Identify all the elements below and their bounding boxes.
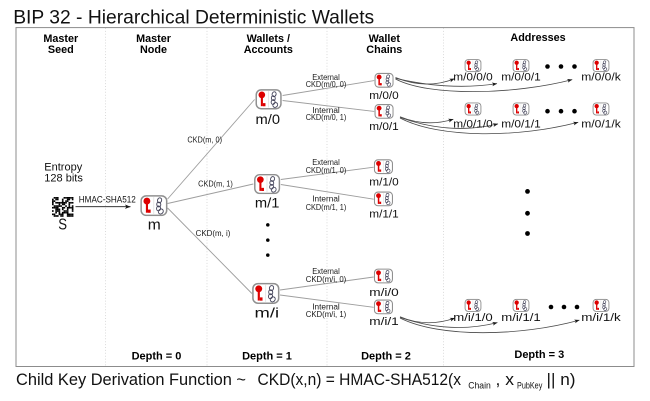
svg-text:m/0/0/0: m/0/0/0 — [453, 71, 493, 83]
svg-text:m/1: m/1 — [255, 195, 280, 211]
svg-text:Depth = 0: Depth = 0 — [132, 350, 182, 362]
svg-text:CKD(m/i, 1): CKD(m/i, 1) — [306, 310, 347, 319]
svg-text:CKD(m/i, 0): CKD(m/i, 0) — [306, 275, 347, 284]
svg-text:128 bits: 128 bits — [44, 173, 83, 185]
svg-text:Internal: Internal — [312, 302, 340, 311]
svg-text:Wallets /: Wallets / — [247, 33, 290, 45]
svg-text:Internal: Internal — [312, 106, 340, 115]
svg-text:m: m — [148, 217, 161, 234]
svg-text:Master: Master — [43, 33, 79, 45]
svg-text:m/0/1/k: m/0/1/k — [581, 118, 621, 130]
svg-text:BIP 32 - Hierarchical Determin: BIP 32 - Hierarchical Deterministic Wall… — [13, 7, 374, 29]
svg-text:CKD(m, 0): CKD(m, 0) — [187, 136, 222, 145]
svg-text:Seed: Seed — [48, 44, 74, 56]
svg-text:CKD(m/0, 1): CKD(m/0, 1) — [306, 113, 347, 122]
svg-text:HMAC-SHA512: HMAC-SHA512 — [79, 194, 136, 204]
svg-text:External: External — [312, 73, 340, 82]
svg-text:Node: Node — [140, 44, 167, 56]
svg-text:External: External — [312, 158, 340, 167]
svg-text:Depth = 1: Depth = 1 — [242, 350, 292, 362]
svg-text:Master: Master — [136, 33, 172, 45]
svg-text:Wallet: Wallet — [369, 33, 401, 45]
svg-text:Chains: Chains — [366, 44, 402, 56]
svg-text:Entropy: Entropy — [44, 161, 82, 173]
svg-text:CKD(m, 1): CKD(m, 1) — [198, 179, 233, 188]
svg-text:Internal: Internal — [312, 195, 340, 204]
svg-text:m/1/1: m/1/1 — [369, 208, 399, 220]
svg-text:Accounts: Accounts — [244, 44, 293, 56]
svg-text:m/1/0: m/1/0 — [369, 177, 399, 189]
svg-text:m/i/1: m/i/1 — [369, 316, 399, 328]
svg-text:Depth = 2: Depth = 2 — [361, 350, 411, 362]
svg-text:m/i/1/0: m/i/1/0 — [453, 312, 493, 324]
svg-text:CKD(m/1, 1): CKD(m/1, 1) — [306, 203, 347, 212]
svg-text:m/0/1: m/0/1 — [369, 121, 399, 133]
svg-text:m/0/1/1: m/0/1/1 — [501, 118, 541, 130]
svg-text:CKD(m/1, 0): CKD(m/1, 0) — [306, 166, 347, 175]
svg-text:CKD(m, i): CKD(m, i) — [196, 229, 231, 238]
svg-text:m/0/0/1: m/0/0/1 — [501, 71, 541, 83]
svg-text:m/i/1/1: m/i/1/1 — [501, 312, 541, 324]
svg-text:S: S — [58, 217, 67, 234]
svg-text:Addresses: Addresses — [510, 32, 565, 44]
svg-text:External: External — [312, 267, 340, 276]
svg-text:m/i/1/k: m/i/1/k — [581, 312, 621, 324]
svg-text:m/0/0/k: m/0/0/k — [581, 71, 621, 83]
svg-text:Depth = 3: Depth = 3 — [514, 349, 564, 361]
svg-text:Child Key Derivation Function: Child Key Derivation Function ~ CKD(x,n)… — [16, 370, 576, 392]
svg-text:m/0: m/0 — [256, 111, 281, 127]
svg-text:m/i: m/i — [255, 304, 280, 320]
svg-text:CKD(m/0, 0): CKD(m/0, 0) — [306, 80, 347, 89]
svg-text:m/0/0: m/0/0 — [369, 90, 399, 102]
svg-text:m/i/0: m/i/0 — [369, 287, 399, 299]
svg-text:m/0/1/0: m/0/1/0 — [453, 118, 493, 130]
